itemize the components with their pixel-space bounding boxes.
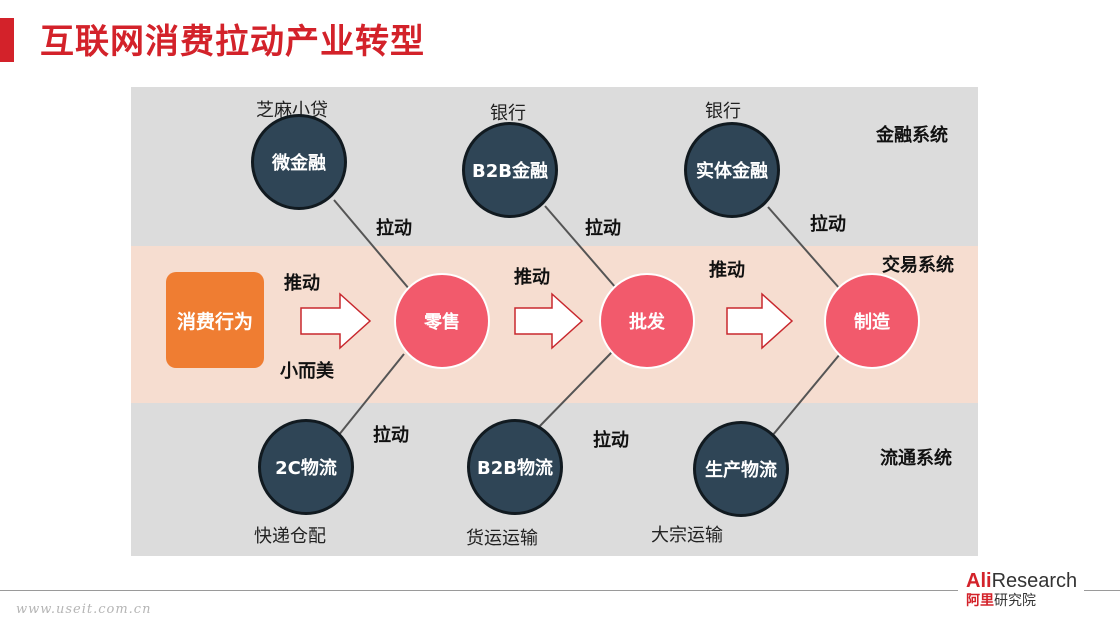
- b2b-logistics-node: B2B物流: [467, 419, 563, 515]
- row-label-logistics: 流通系统: [880, 448, 952, 469]
- pull-label: 拉动: [585, 218, 621, 239]
- logo-chinese-name: 阿里研究院: [966, 593, 1036, 609]
- title-accent-bar: [0, 18, 14, 62]
- watermark: www.useit.com.cn: [16, 602, 152, 617]
- aliresearch-logo: AliResearch 阿里研究院: [966, 570, 1077, 610]
- connector-line: [333, 199, 411, 291]
- physical-finance-node: 实体金融: [684, 122, 780, 218]
- consumer-behavior-box: 消费行为: [166, 272, 264, 368]
- 2c-logistics-node: 2C物流: [258, 419, 354, 515]
- finance-provider-label: 银行: [490, 103, 526, 124]
- push-label: 推动: [709, 260, 745, 281]
- pull-label: 拉动: [376, 218, 412, 239]
- micro-finance-node: 微金融: [251, 114, 347, 210]
- logistics-type-label: 快递仓配: [254, 526, 326, 547]
- b2b-finance-node: B2B金融: [462, 122, 558, 218]
- pull-label: 拉动: [810, 214, 846, 235]
- logistics-type-label: 货运运输: [466, 528, 538, 549]
- retail-node: 零售: [394, 273, 490, 369]
- manufacturing-node: 制造: [824, 273, 920, 369]
- connector-line: [767, 206, 841, 290]
- push-arrow: [726, 292, 794, 350]
- row-label-finance: 金融系统: [876, 125, 948, 146]
- wholesale-node: 批发: [599, 273, 695, 369]
- connector-line: [544, 205, 617, 289]
- push-label: 推动: [284, 273, 320, 294]
- pull-label: 拉动: [373, 425, 409, 446]
- logo-wordmark: AliResearch: [966, 570, 1078, 592]
- logistics-type-label: 大宗运输: [651, 525, 723, 546]
- connector-line: [771, 353, 841, 437]
- connector-line: [535, 351, 613, 431]
- push-arrow: [514, 292, 584, 350]
- push-arrow: [300, 292, 372, 350]
- finance-provider-label: 银行: [705, 101, 741, 122]
- small-beautiful-label: 小而美: [280, 361, 334, 382]
- row-label-trade: 交易系统: [882, 255, 954, 276]
- production-logistics-node: 生产物流: [693, 421, 789, 517]
- footer-divider: [1084, 590, 1120, 591]
- page-title: 互联网消费拉动产业转型: [40, 22, 425, 62]
- pull-label: 拉动: [593, 430, 629, 451]
- footer-divider: [0, 590, 958, 591]
- push-label: 推动: [514, 267, 550, 288]
- connector-line: [337, 353, 405, 437]
